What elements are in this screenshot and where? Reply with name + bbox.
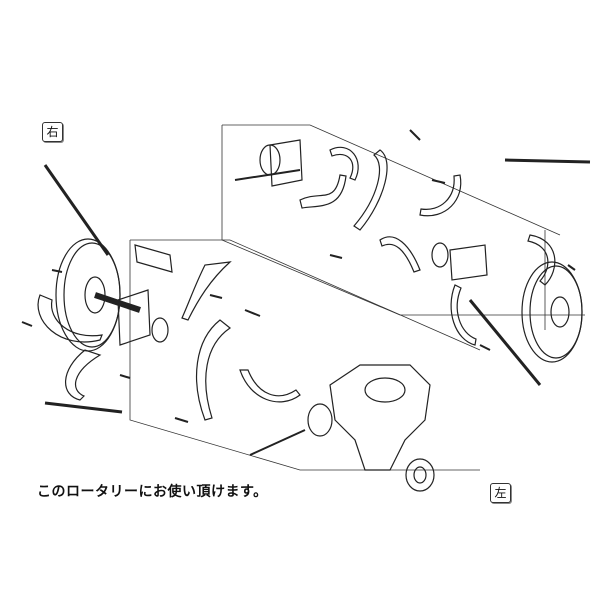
right-side-flange: [117, 244, 173, 346]
left-side-shaft-rods: [468, 158, 591, 386]
left-side-flange-upper: [234, 139, 303, 187]
right-side-disc: [55, 238, 141, 352]
left-side-blades-upper: [299, 146, 556, 346]
left-side-label: 左: [490, 483, 511, 503]
gearbox: [249, 364, 435, 492]
assembly-guide-lines: [129, 124, 585, 471]
compatibility-caption: このロータリーにお使い頂けます。: [37, 484, 268, 500]
right-side-blades: [37, 261, 301, 421]
right-side-label: 右: [42, 122, 63, 142]
right-side-shaft-rods: [43, 164, 123, 414]
left-side-disc: [521, 261, 583, 363]
bolts: [21, 129, 576, 423]
left-side-flange: [431, 242, 488, 281]
